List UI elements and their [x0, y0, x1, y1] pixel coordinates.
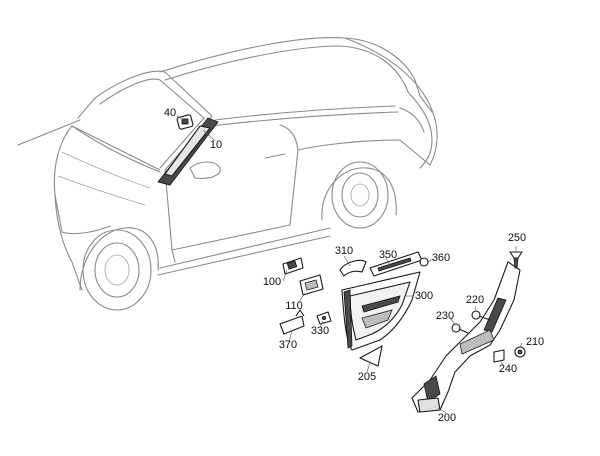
part-370-bracket: [279, 309, 305, 335]
part-360-clip: [419, 257, 429, 267]
part-40-clip: [176, 114, 194, 130]
callout-240: 240: [499, 363, 517, 375]
part-205-insert: [359, 345, 383, 367]
leader-lines: [176, 115, 523, 414]
callout-110: 110: [285, 300, 303, 312]
callout-205: 205: [358, 371, 376, 383]
callout-40: 40: [164, 107, 176, 119]
part-100-bezel: [282, 257, 304, 275]
part-330-bracket: [316, 311, 332, 325]
part-210-nut: [514, 346, 526, 358]
part-240-clip: [493, 349, 505, 363]
callout-220: 220: [466, 294, 484, 306]
callout-360: 360: [432, 252, 450, 264]
part-110-switch: [299, 274, 324, 296]
part-250-clip: [509, 251, 523, 269]
callout-labels: 40 10 100 110 310 350 360 300 330 370 20…: [164, 107, 544, 424]
callout-330: 330: [311, 325, 329, 337]
part-220-screw: [471, 310, 491, 321]
part-200-side-trim: [411, 261, 521, 413]
callout-230: 230: [436, 310, 454, 322]
part-310-handle: [339, 259, 367, 277]
a-pillar-trim: [157, 117, 219, 186]
car-outline: [17, 37, 438, 311]
part-230-screw: [451, 323, 469, 334]
callout-300: 300: [415, 290, 433, 302]
callout-100: 100: [263, 276, 281, 288]
callout-350: 350: [379, 249, 397, 261]
callout-310: 310: [335, 245, 353, 257]
callout-210: 210: [526, 336, 544, 348]
part-300-door-panel: [341, 271, 421, 351]
callout-250: 250: [508, 232, 526, 244]
callout-370: 370: [279, 339, 297, 351]
callout-10: 10: [210, 139, 222, 151]
callout-200: 200: [438, 412, 456, 424]
